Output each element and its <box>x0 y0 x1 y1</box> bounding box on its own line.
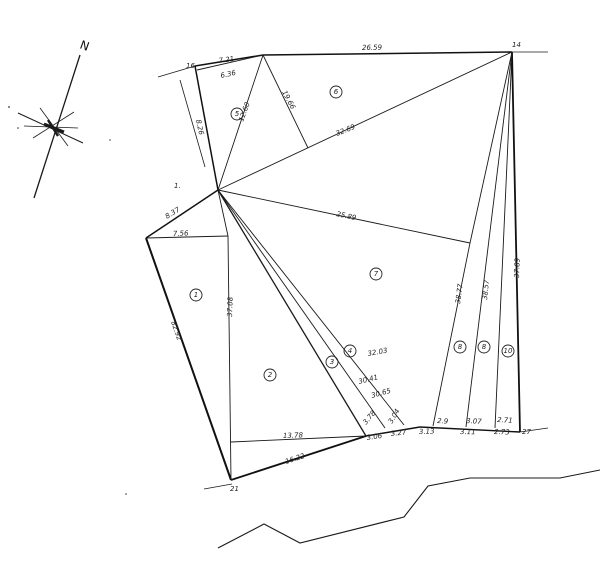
measure-25-89: 25.89 <box>336 210 358 222</box>
measure-82-92: 82.92 <box>169 320 183 342</box>
lot-number-7: 7 <box>374 270 379 278</box>
measure-30-41: 30.41 <box>358 373 379 386</box>
outer-boundary <box>145 51 521 481</box>
measure-6-36: 6.36 <box>220 69 237 80</box>
lot-marker-4: 4 <box>343 344 357 358</box>
measure-7-21: 7.21 <box>218 55 235 65</box>
measure-13-78: 13.78 <box>283 431 304 440</box>
measure-3-07: 3.07 <box>466 417 483 426</box>
lot-number-2: 2 <box>268 371 273 379</box>
measure-30-65: 30.65 <box>370 387 392 400</box>
measure-3-78: 3.78 <box>361 409 377 427</box>
measure-37-08: 37.08 <box>226 296 235 317</box>
corner-labels: 16 14 1. 21 27 <box>174 41 531 493</box>
lot-marker-3: 3 <box>325 355 339 369</box>
lot-number-6: 6 <box>334 88 339 96</box>
measure-3-13: 3.13 <box>419 427 435 436</box>
measure-38-77: 38.77 <box>454 283 465 304</box>
lot-lines <box>145 51 513 481</box>
lot-marker-1: 1 <box>189 288 203 302</box>
corner-label-14: 14 <box>512 41 521 49</box>
lot-marker-2: 2 <box>263 368 277 382</box>
lot-marker-6: 6 <box>329 85 343 99</box>
corner-label-1: 1. <box>174 182 181 190</box>
measure-8-26: 8.26 <box>194 119 205 136</box>
road-contour-line <box>217 469 600 549</box>
measure-7-56: 7.56 <box>173 229 189 238</box>
lot-number-4: 4 <box>348 347 352 355</box>
lot-number-9: 8 <box>482 343 487 351</box>
measure-37-89: 37.89 <box>513 257 522 278</box>
extension-lines <box>157 51 549 490</box>
lot-number-5: 5 <box>235 110 240 118</box>
measure-3-06: 3.06 <box>366 432 383 442</box>
measure-3-04: 3.04 <box>387 407 402 425</box>
lot-markers: 1 2 3 4 5 6 7 8 <box>189 85 515 382</box>
corner-label-16: 16 <box>186 62 195 70</box>
measure-32-69: 32.69 <box>335 123 357 138</box>
measure-32-03: 32.03 <box>367 347 388 358</box>
compass-rose-icon: N <box>17 38 91 199</box>
measure-38-57: 38.57 <box>481 279 491 300</box>
lot-number-10: 10 <box>504 347 513 355</box>
measure-16-22: 16.22 <box>284 452 306 466</box>
measure-2-9: 2.9 <box>437 417 449 426</box>
measure-19-66: 19.66 <box>280 89 297 111</box>
lot-marker-10: 10 <box>501 344 515 358</box>
lot-number-3: 3 <box>330 358 334 366</box>
lot-marker-9: 8 <box>477 340 491 354</box>
corner-label-27: 27 <box>522 428 531 436</box>
measure-3-27: 3.27 <box>390 428 407 438</box>
measure-26-59: 26.59 <box>362 44 383 52</box>
lot-number-1: 1 <box>194 291 198 299</box>
lot-marker-7: 7 <box>369 267 383 281</box>
measure-3-11: 3.11 <box>460 428 476 436</box>
lot-marker-5: 5 <box>230 107 244 121</box>
measure-8-37: 8.37 <box>164 205 182 220</box>
measure-2-71: 2.71 <box>497 416 513 425</box>
measure-2-73: 2.73 <box>494 428 510 437</box>
lot-number-8: 8 <box>458 343 463 351</box>
corner-label-21: 21 <box>230 485 239 493</box>
scan-specks <box>8 106 127 495</box>
lot-marker-8: 8 <box>453 340 467 354</box>
north-label: N <box>78 38 91 54</box>
